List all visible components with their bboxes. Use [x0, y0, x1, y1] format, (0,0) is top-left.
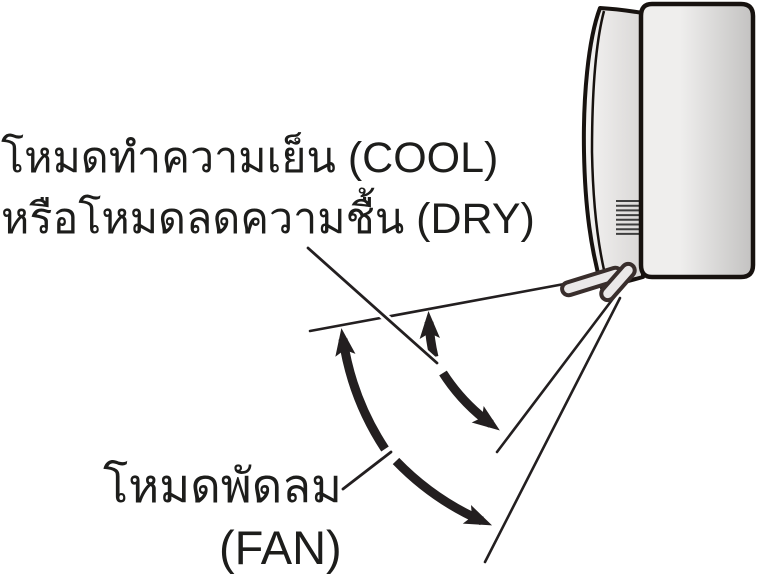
front-panel-edge-line	[590, 10, 610, 287]
swing-range-arc-cool-dry	[419, 311, 500, 431]
swing-boundary-lines	[308, 280, 622, 564]
swing-boundary-line-cool-dry-max	[495, 294, 617, 454]
fan-arc-lower-segment	[392, 457, 493, 526]
fan-mode-label: โหมดพัดลม	[103, 459, 343, 512]
vent-grille-icon	[616, 200, 639, 235]
cool-dry-mode-label-line1: โหมดทำความเย็น (COOL)	[1, 134, 499, 182]
cool-dry-leader-line	[306, 246, 439, 365]
cool-dry-mode-label: โหมดทำความเย็น (COOL) หรือโหมดลดความชื้น…	[1, 128, 535, 250]
louver-flap-inner	[599, 261, 637, 303]
cool-dry-mode-label-line2: หรือโหมดลดความชื้น (DRY)	[1, 195, 535, 243]
fan-leader-line	[341, 450, 393, 491]
fan-mode-label-abbrev: (FAN)	[219, 521, 342, 574]
ac-unit-side-view	[560, 1, 756, 303]
swing-boundary-line-horizontal	[308, 280, 577, 333]
front-panel	[581, 6, 645, 290]
swing-range-arc-fan	[335, 328, 493, 526]
unit-body	[638, 1, 756, 280]
cool-dry-arc-lower-segment	[439, 370, 500, 431]
swing-boundary-line-fan-max	[483, 296, 622, 564]
fan-arc-upper-segment	[335, 328, 389, 452]
leader-lines	[302, 242, 446, 495]
